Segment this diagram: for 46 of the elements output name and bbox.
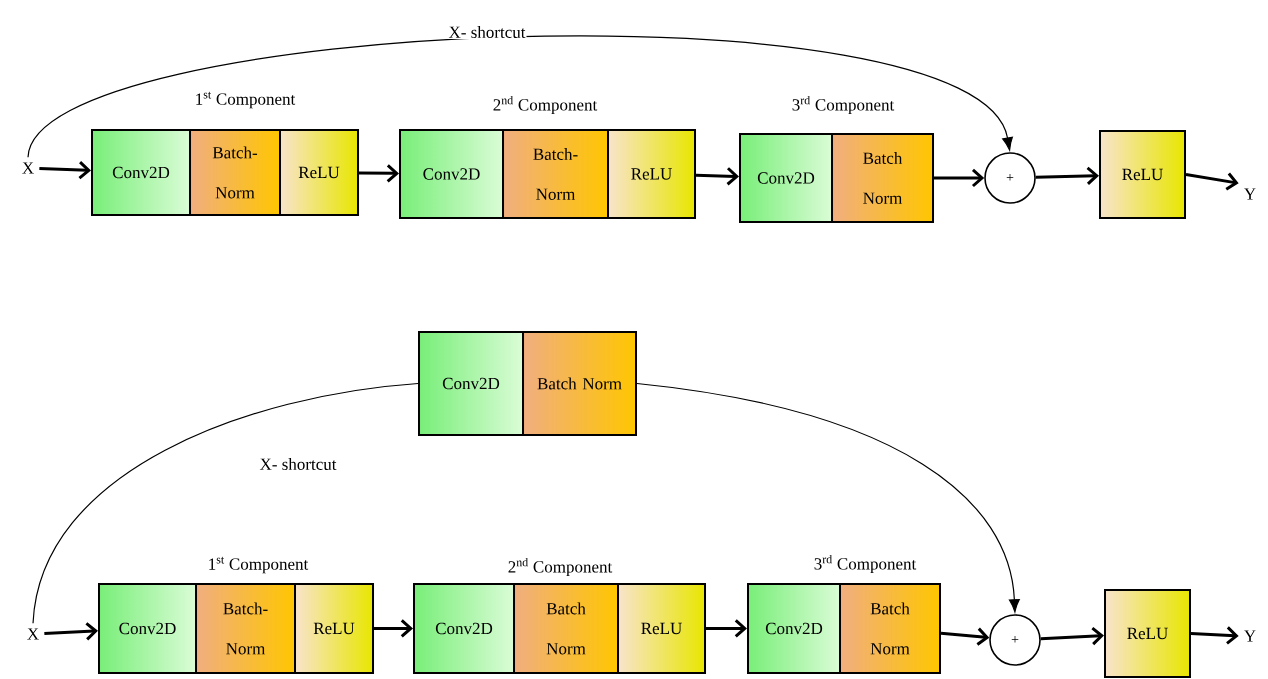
component-heading: 2$^{nd}$ Component [493,95,598,115]
conv-cell: Conv2D [98,583,197,674]
arrow [39,161,91,180]
batch-norm-cell: Batch- Norm [189,129,281,216]
edge-label: X- shortcut [258,457,338,471]
batch-norm-cell: Batch Norm [513,583,619,674]
shortcut-arrow [636,382,1020,613]
arrow [706,619,747,638]
io-label: X [27,628,39,640]
component-heading: 1$^{st}$ Component [209,556,309,574]
arrow [934,168,985,188]
conv-cell: Conv2D [739,133,833,223]
relu-cell: ReLU [294,583,374,674]
relu-cell: ReLU [617,583,706,674]
batch-norm-cell: Batch Norm [831,133,934,223]
component-heading: 3$^{rd}$ Component [792,95,895,115]
arrow [1035,166,1099,186]
batch-norm-cell: Batch- Norm [195,583,296,674]
component-heading: 2$^{nd}$ Component [508,557,613,577]
component-heading: 3$^{rd}$ Component [814,554,917,574]
arrow [1040,627,1104,646]
conv-cell: Conv2D [413,583,515,674]
arrow [44,622,98,641]
relu-cell: ReLU [1104,589,1191,678]
arrow [1185,172,1239,191]
batch-norm-cell: Batch- Norm [502,129,609,219]
arrow [940,627,990,646]
edge-label: X- shortcut [447,25,527,39]
io-label: Y [1244,188,1256,200]
relu-cell: ReLU [1099,130,1186,219]
conv-cell: Conv2D [418,331,524,436]
conv-cell: Conv2D [399,129,504,219]
relu-cell: ReLU [279,129,359,216]
conv-cell: Conv2D [91,129,191,216]
conv-cell: Conv2D [747,583,841,674]
component-heading: 1$^{st}$ Component [196,91,296,109]
batch-norm-cell: Batch Norm [839,583,941,674]
arrow [359,164,399,183]
arrow [374,619,413,638]
arrow [1190,626,1239,645]
shortcut-arrow [27,35,1013,158]
relu-cell: ReLU [607,129,696,219]
arrow [695,167,739,186]
io-label: Y [1244,630,1256,642]
io-label: X [22,162,34,174]
batch-norm-cell: Batch Norm [522,331,637,436]
